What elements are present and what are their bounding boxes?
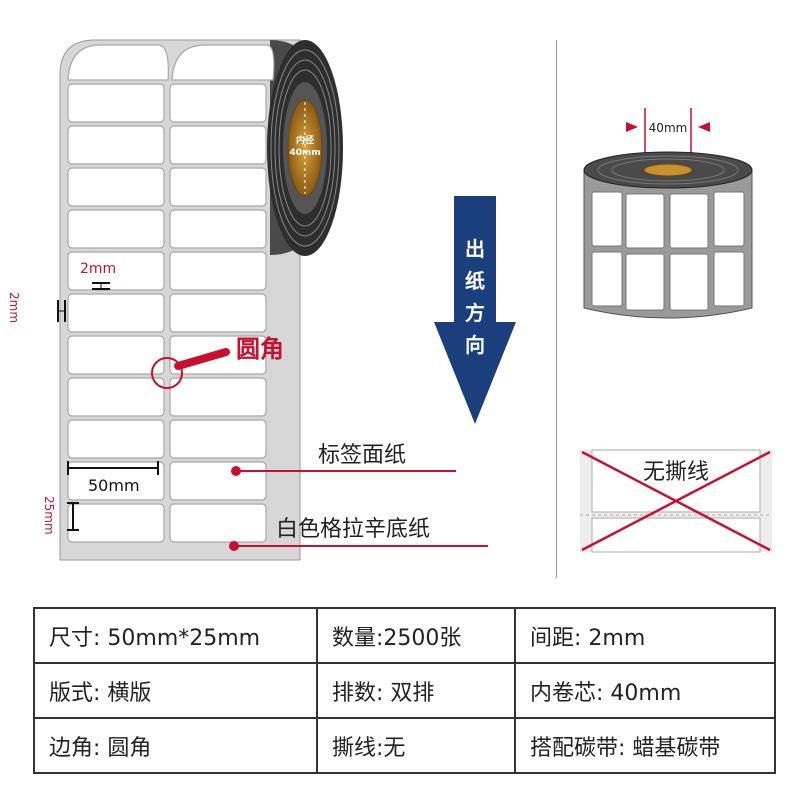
height-label: 25mm [42,496,56,535]
section-divider [556,40,557,578]
liner-label: 白色格拉辛底纸 [276,517,430,542]
spec-rows: 排数: 双排 [316,662,516,719]
table-row: 边角: 圆角 撕线:无 搭配碳带: 蜡基碳带 [33,717,776,774]
core-opening [643,163,693,177]
paper-direction-arrow: 出 纸 方 向 [434,196,516,424]
core-ring [287,99,323,197]
spec-perforation: 撕线:无 [316,717,516,774]
direction-char-1: 出 [465,237,485,261]
width-label: 50mm [88,476,140,495]
label-cell [67,503,165,543]
label-cell [169,419,267,459]
spec-layout: 版式: 横版 [33,662,318,719]
label-cell [169,251,267,291]
label-cell [169,167,267,207]
face-paper-label: 标签面纸 [318,443,406,468]
core-diameter-diagram: 40mm [583,108,753,319]
label-cell [169,209,267,249]
gap-horizontal-marker [92,282,110,290]
gap-vertical-label: 2mm [7,292,21,323]
direction-char-2: 纸 [465,269,485,293]
rounded-corner-label: 圆角 [236,335,284,363]
spec-gap: 间距: 2mm [514,607,776,664]
gap-vertical-marker [57,300,66,322]
rounded-corner-pointer [174,348,230,370]
table-row: 版式: 横版 排数: 双排 内卷芯: 40mm [33,662,776,719]
curl-label-right [171,44,275,81]
spec-ribbon: 搭配碳带: 蜡基碳带 [514,717,776,774]
core-label-line1: 内径 [296,134,314,146]
no-perforation-diagram: 无撕线 [580,449,772,553]
width-marker [67,461,159,475]
no-perforation-label: 无撕线 [643,460,709,485]
label-cell [169,377,267,417]
label-cell [169,461,267,501]
curl-label-left [67,44,169,81]
label-cell [67,167,165,207]
spec-quantity: 数量:2500张 [316,607,516,664]
label-cell [169,83,267,123]
direction-char-4: 向 [465,333,485,357]
label-grid [67,83,267,543]
label-cell [67,293,165,333]
spec-corner: 边角: 圆角 [33,717,318,774]
label-cell [67,335,165,375]
rounded-corner-circle [151,357,183,389]
label-cell [169,125,267,165]
spec-table: 尺寸: 50mm*25mm 数量:2500张 间距: 2mm 版式: 横版 排数… [33,607,776,774]
core-label-line2: 40mm [289,148,320,158]
label-cell [67,251,165,291]
label-cell [67,125,165,165]
gap-horizontal-label: 2mm [80,261,116,277]
label-cell [169,503,267,543]
label-cell [67,377,165,417]
label-cell [67,83,165,123]
label-cell [67,461,165,501]
label-roll-illustration: 内径 40mm 2mm 2mm 圆角 50mm 25mm 标签面纸 白色格 [7,39,488,561]
direction-char-3: 方 [465,301,485,325]
core-width-label: 40mm [649,121,688,135]
spec-core: 内卷芯: 40mm [514,662,776,719]
label-cell [67,419,165,459]
label-cell [169,293,267,333]
spec-size: 尺寸: 50mm*25mm [33,607,318,664]
table-row: 尺寸: 50mm*25mm 数量:2500张 间距: 2mm [33,607,776,664]
label-cell [67,209,165,249]
cross-line-2 [581,450,771,552]
height-marker [67,502,79,531]
